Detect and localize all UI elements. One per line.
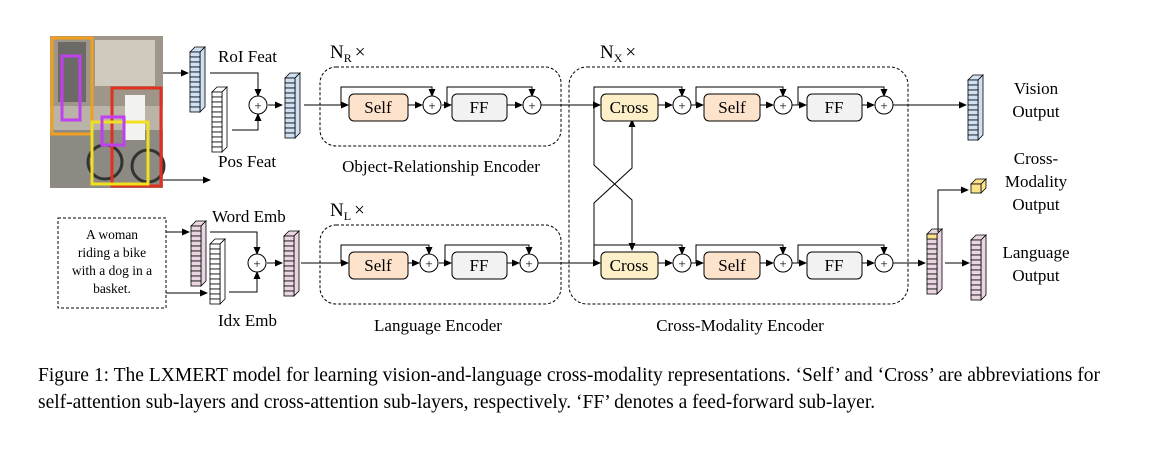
lxmert-diagram: A woman riding a bike with a dog in a ba… bbox=[50, 36, 1070, 335]
cross-output-label-2: Modality bbox=[1005, 172, 1068, 191]
self-block-cross-top bbox=[703, 93, 761, 122]
svg-text:FF: FF bbox=[470, 98, 489, 117]
svg-text:Cross: Cross bbox=[610, 256, 649, 275]
svg-text:+: + bbox=[678, 98, 685, 113]
svg-text:NL×: NL× bbox=[330, 200, 365, 223]
word-emb-label: Word Emb bbox=[212, 207, 286, 226]
ff-block-obj bbox=[451, 93, 508, 122]
svg-text:+: + bbox=[428, 98, 435, 113]
language-output-vector bbox=[970, 234, 987, 301]
bbox-yellow bbox=[90, 120, 150, 186]
svg-text:+: + bbox=[425, 256, 432, 271]
pos-feat-vector bbox=[211, 86, 228, 153]
sentence-line-2: riding a bike bbox=[78, 245, 146, 260]
svg-text:+: + bbox=[880, 98, 887, 113]
sentence-line-4: basket. bbox=[93, 281, 131, 296]
self-block-lang bbox=[348, 251, 409, 280]
bbox-red bbox=[110, 86, 163, 188]
cross-output-label-1: Cross- bbox=[1014, 149, 1059, 168]
idx-emb-label: Idx Emb bbox=[218, 311, 277, 330]
object-relationship-encoder: NR× Self + FF + Object-Relationship Enco… bbox=[319, 42, 562, 176]
input-sentence: A woman riding a bike with a dog in a ba… bbox=[57, 217, 167, 309]
bbox-orange bbox=[50, 36, 94, 136]
lang-embed-vector bbox=[283, 230, 300, 297]
vision-output-label-1: Vision bbox=[1014, 79, 1059, 98]
svg-text:NR×: NR× bbox=[330, 42, 365, 65]
roi-feat-vector bbox=[189, 46, 206, 113]
svg-text:FF: FF bbox=[825, 98, 844, 117]
cross-modality-encoder: NX× Cross + Se bbox=[568, 42, 909, 335]
cross-block-bottom bbox=[600, 251, 659, 280]
svg-text:+: + bbox=[528, 98, 535, 113]
ff-block-cross-top bbox=[806, 93, 863, 122]
input-adders: + + bbox=[247, 95, 268, 273]
self-block-cross-bottom bbox=[703, 251, 761, 280]
input-image bbox=[50, 36, 166, 188]
ff-block-cross-bottom bbox=[806, 251, 863, 280]
svg-text:FF: FF bbox=[825, 256, 844, 275]
svg-text:+: + bbox=[525, 256, 532, 271]
roi-feat-label: RoI Feat bbox=[218, 47, 277, 66]
svg-text:FF: FF bbox=[470, 256, 489, 275]
language-output-label-1: Language bbox=[1002, 243, 1069, 262]
language-encoder: NL× Self + FF + Language Encoder bbox=[319, 200, 562, 335]
svg-text:Self: Self bbox=[718, 98, 746, 117]
idx-emb-vector bbox=[209, 238, 226, 305]
adder-lang-1 bbox=[419, 253, 439, 273]
cross-output-label-3: Output bbox=[1012, 195, 1060, 214]
svg-text:Self: Self bbox=[364, 256, 392, 275]
svg-text:+: + bbox=[253, 256, 260, 271]
vision-output-vector bbox=[967, 74, 984, 141]
sentence-line-3: with a dog in a bbox=[72, 263, 152, 278]
sentence-line-1: A woman bbox=[86, 227, 138, 242]
svg-text:+: + bbox=[880, 256, 887, 271]
word-emb-vector bbox=[190, 220, 207, 287]
pos-feat-label: Pos Feat bbox=[218, 152, 276, 171]
cross-block-top bbox=[600, 93, 659, 122]
object-relationship-encoder-label: Object-Relationship Encoder bbox=[342, 157, 540, 176]
vision-output-label-2: Output bbox=[1012, 102, 1060, 121]
vision-embed-vector bbox=[284, 72, 301, 139]
cross-modality-encoder-label: Cross-Modality Encoder bbox=[656, 316, 824, 335]
bbox-purple-1 bbox=[60, 54, 82, 122]
svg-text:+: + bbox=[779, 98, 786, 113]
svg-text:+: + bbox=[254, 98, 261, 113]
svg-text:Self: Self bbox=[718, 256, 746, 275]
svg-text:Self: Self bbox=[364, 98, 392, 117]
svg-text:Cross: Cross bbox=[610, 98, 649, 117]
svg-text:+: + bbox=[779, 256, 786, 271]
bbox-purple-2 bbox=[100, 115, 126, 147]
ff-block-lang bbox=[451, 251, 508, 280]
self-block-obj bbox=[348, 93, 409, 122]
language-output-label-2: Output bbox=[1012, 266, 1060, 285]
svg-text:+: + bbox=[678, 256, 685, 271]
cross-modality-output-vector bbox=[970, 178, 987, 194]
adder-obj-1 bbox=[422, 95, 442, 115]
svg-text:NX×: NX× bbox=[600, 42, 636, 65]
figure-caption: Figure 1: The LXMERT model for learning … bbox=[38, 365, 1100, 413]
cls-token-cell bbox=[926, 233, 938, 240]
language-encoder-label: Language Encoder bbox=[374, 316, 502, 335]
